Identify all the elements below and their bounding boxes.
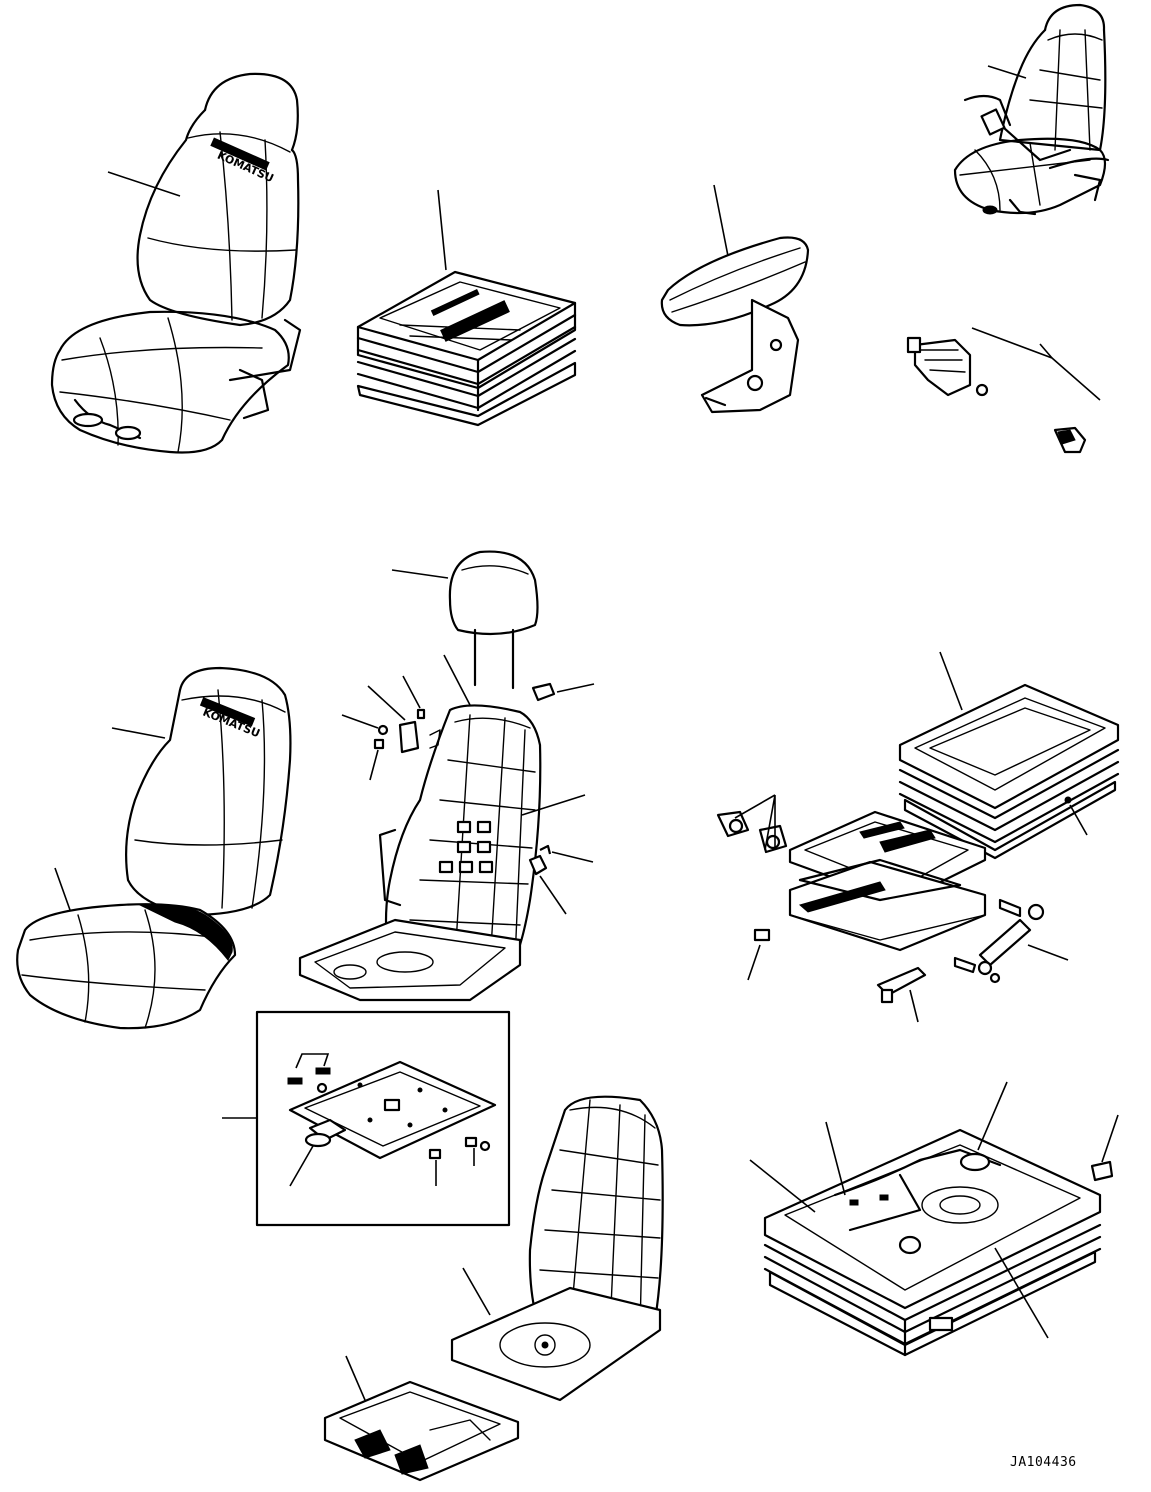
- leader-line: [909, 989, 919, 1023]
- leader-line: [391, 569, 449, 579]
- slide-rail-mechanism: [788, 810, 987, 952]
- leader-line: [987, 65, 1027, 79]
- leader-line: [713, 184, 729, 257]
- leader-line: [295, 1053, 330, 1069]
- seat-pan-lower: [323, 1380, 520, 1482]
- seat-frame: [298, 704, 542, 1002]
- headrest: [448, 550, 539, 690]
- suspension-bellows: [898, 683, 1120, 860]
- leader-line: [939, 651, 963, 711]
- seat-cushion-cover: [16, 903, 237, 1030]
- leader-line: [521, 794, 586, 816]
- leader-line: [341, 714, 379, 729]
- leader-line: [54, 867, 71, 911]
- leader-line: [1069, 804, 1088, 836]
- complete-seat-assembly: KOMATSU: [50, 72, 302, 454]
- leader-line: [462, 1267, 491, 1316]
- leader-line: [289, 1145, 314, 1187]
- leader-line: [1027, 944, 1069, 961]
- drawing-reference-code: JA104436: [1010, 1455, 1077, 1470]
- armrest-assembly: [660, 236, 810, 414]
- leader-line: [402, 675, 421, 709]
- seat-frame-lower: [450, 1095, 664, 1402]
- detail-inset: [255, 1010, 511, 1227]
- seat-belt-buckle-kit: [906, 336, 1087, 454]
- leader-line: [345, 1355, 366, 1401]
- seat-back-cover: KOMATSU: [125, 666, 292, 917]
- leader-line: [977, 1081, 1008, 1151]
- leader-line: [443, 654, 471, 706]
- leader-line: [369, 749, 379, 781]
- leader-line: [107, 171, 181, 197]
- leader-line: [747, 944, 761, 981]
- suspension-base-large: [763, 1128, 1114, 1357]
- leader-line: [1101, 1114, 1119, 1163]
- leader-line: [367, 685, 406, 721]
- leader-line: [971, 327, 1101, 401]
- seat-with-belt-view: [953, 3, 1110, 216]
- leader-line: [551, 851, 594, 863]
- leader-line: [734, 794, 776, 819]
- leader-line: [539, 875, 567, 915]
- leader-line: [749, 1159, 816, 1213]
- leader-line: [111, 727, 166, 739]
- seat-suspension-assembly: [356, 270, 577, 427]
- leader-line: [556, 683, 595, 693]
- leader-line: [1039, 343, 1053, 359]
- frame-hardware: [373, 682, 556, 876]
- leader-line: [994, 1247, 1049, 1339]
- leader-line: [825, 1121, 846, 1196]
- lever-parts: [716, 810, 927, 1004]
- shock-absorber: [953, 898, 1045, 984]
- leader-line: [437, 189, 447, 271]
